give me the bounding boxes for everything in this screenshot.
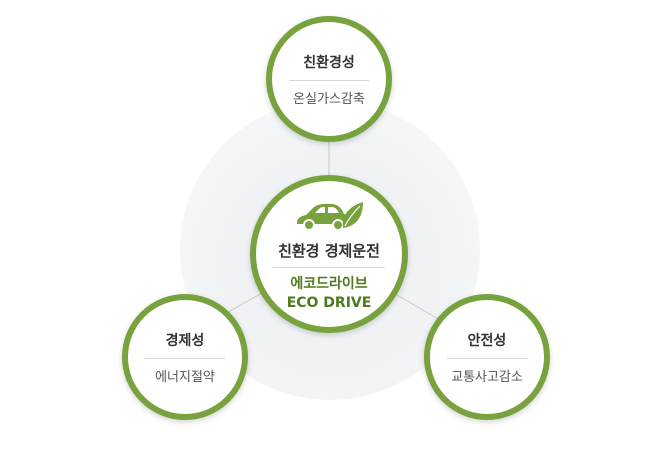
node-safety-subtitle: 교통사고감소 bbox=[451, 369, 523, 385]
divider bbox=[289, 79, 369, 81]
eco-car-leaf-icon bbox=[297, 201, 363, 231]
node-economy-title: 경제성 bbox=[165, 332, 205, 349]
divider bbox=[273, 266, 385, 268]
node-economy-subtitle: 에너지절약 bbox=[155, 369, 215, 385]
divider bbox=[447, 357, 527, 359]
node-environment: 친환경성 온실가스감축 bbox=[266, 16, 392, 142]
node-eco-drive-subtitle-en: ECO DRIVE bbox=[286, 294, 372, 311]
node-environment-subtitle: 온실가스감축 bbox=[293, 91, 365, 107]
node-eco-drive-subtitle-ko: 에코드라이브 bbox=[290, 275, 368, 292]
node-safety-title: 안전성 bbox=[467, 332, 507, 349]
node-economy: 경제성 에너지절약 bbox=[122, 294, 248, 420]
node-eco-drive-title: 친환경 경제운전 bbox=[278, 241, 380, 260]
node-eco-drive: 친환경 경제운전 에코드라이브 ECO DRIVE bbox=[250, 175, 408, 333]
node-safety: 안전성 교통사고감소 bbox=[424, 294, 550, 420]
divider bbox=[145, 357, 225, 359]
connector-right bbox=[396, 294, 441, 321]
node-environment-title: 친환경성 bbox=[303, 54, 355, 71]
